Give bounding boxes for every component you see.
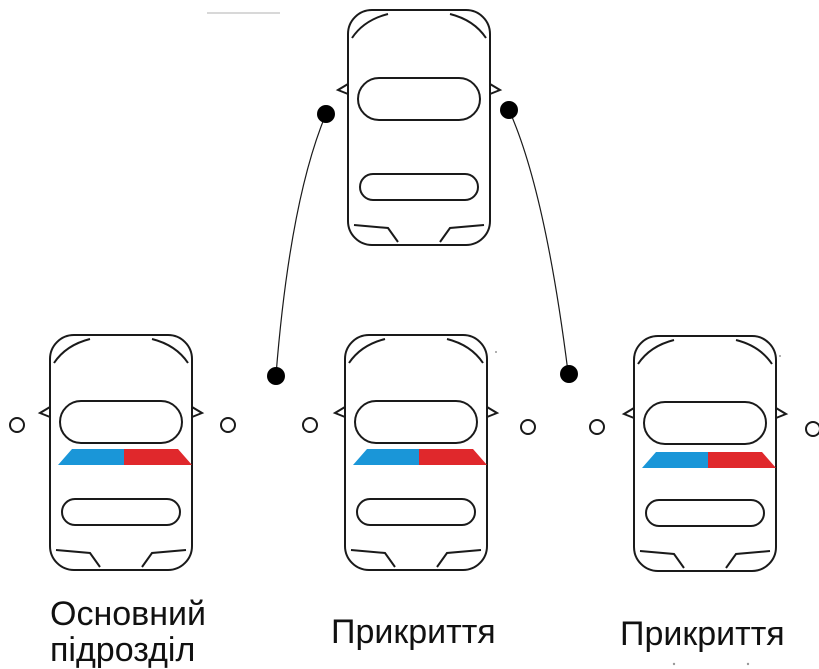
cover-car-right-hood-left [637,339,675,365]
hollow-marker-3 [302,417,318,433]
lead-car-hood-right [449,13,487,39]
cover-car-right-light-bar-red [708,452,776,468]
filled-marker-right-gap [560,365,578,383]
cover-right-label: Прикриття [620,615,785,653]
cover-left-label: Прикриття [331,613,496,651]
main-unit-car-hood-right [151,338,189,364]
main-unit-car-mirror-right [191,406,205,418]
lead-car [335,9,503,246]
hollow-markers [9,417,819,437]
lead-car-rear-window [359,173,479,201]
main-unit-car-mirror-left [37,406,51,418]
cover-car-left-rear-window [356,498,476,526]
hollow-marker-5 [589,419,605,435]
cover-car-left-light-bar-red [419,449,487,465]
cover-car-left-rear-right [436,549,482,568]
lead-car-hood-left [351,13,389,39]
main-unit-car [37,334,205,571]
hollow-marker-1 [9,417,25,433]
filled-marker-lead-left [317,105,335,123]
cover-car-right [621,335,789,572]
connector-right [508,109,569,373]
filled-marker-lead-right [500,101,518,119]
cover-car-left-light-bar-blue [353,449,419,465]
hollow-marker-2 [220,417,236,433]
main-unit-car-rear-left [55,549,101,568]
main-unit-label-line1: Основний [50,595,206,633]
speck-3 [672,662,676,666]
cover-car-right-body [633,335,777,572]
cover-car-left-mirror-right [486,406,500,418]
lead-car-mirror-right [489,83,503,95]
hollow-marker-6 [805,421,819,437]
main-unit-car-hood-left [53,338,91,364]
main-unit-light-bar-blue [58,449,124,465]
cover-car-right-hood-right [735,339,773,365]
main-unit-car-windshield [59,400,183,444]
main-unit-car-body [49,334,193,571]
cover-car-left-rear-left [350,549,396,568]
cover-car-left-windshield [354,400,478,444]
main-unit-label-line2: підрозділ [50,631,196,669]
hollow-marker-4 [520,419,536,435]
connector-left [275,113,327,376]
cover-car-right-light-bar-blue [642,452,708,468]
cover-car-left-body [344,334,488,571]
speck-1 [495,351,497,353]
filled-marker-left-gap [267,367,285,385]
main-unit-light-bar-red [124,449,192,465]
lead-car-rear-right [439,224,485,243]
cover-car-right-mirror-left [621,407,635,419]
main-unit-car-rear-window [61,498,181,526]
cover-car-right-rear-window [645,499,765,527]
cover-car-right-rear-left [639,550,685,569]
lead-car-body [347,9,491,246]
lead-car-windshield [357,77,481,121]
cover-car-left-hood-right [446,338,484,364]
speck-2 [779,355,781,357]
main-unit-car-rear-right [141,549,187,568]
cover-car-left [332,334,500,571]
stray-specks [495,351,781,666]
cover-car-right-rear-right [725,550,771,569]
filled-markers [267,101,578,385]
cover-car-left-hood-left [348,338,386,364]
cover-car-right-mirror-right [775,407,789,419]
cover-car-left-mirror-left [332,406,346,418]
speck-4 [746,662,750,666]
lead-car-mirror-left [335,83,349,95]
lead-car-rear-left [353,224,399,243]
cover-car-right-windshield [643,401,767,445]
connector-lines [275,109,569,376]
main-unit-label: Основний підрозділ [50,596,206,668]
